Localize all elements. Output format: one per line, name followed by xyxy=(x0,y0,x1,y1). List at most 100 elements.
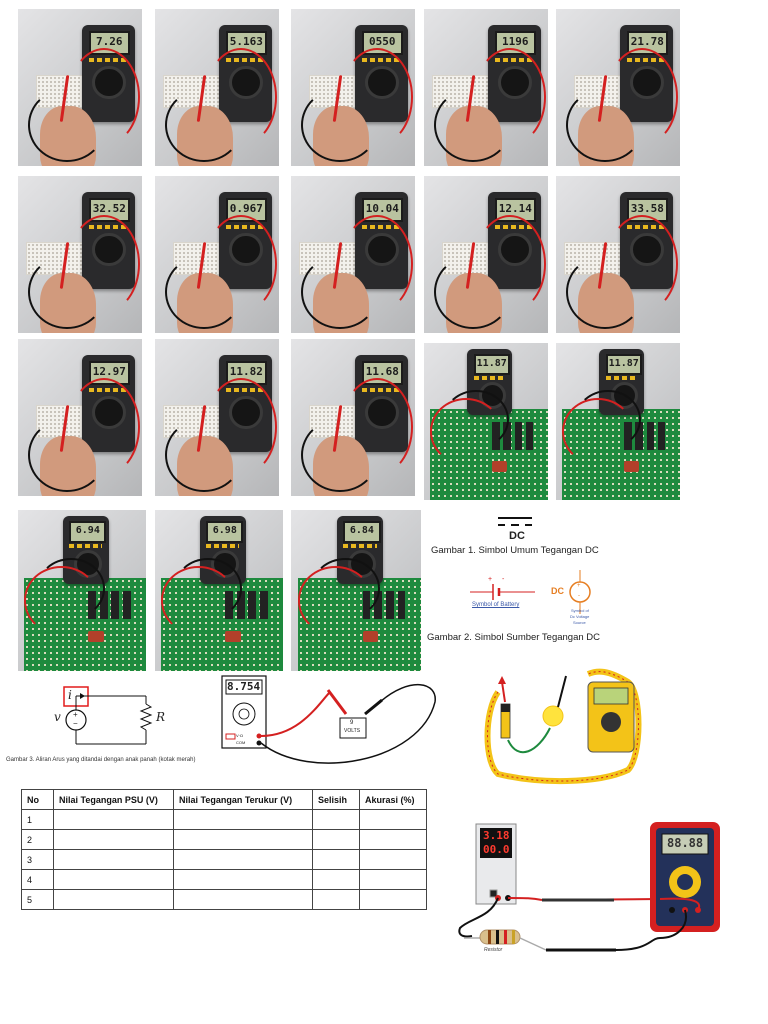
multimeter-reading: 33.58 xyxy=(630,201,664,215)
multimeter-reading: 21.78 xyxy=(630,34,664,48)
black-lead xyxy=(574,390,641,450)
dc-source-caption-1: Symbol of xyxy=(571,608,589,613)
table-cell xyxy=(173,809,313,830)
meter-port-com: COM xyxy=(236,740,246,745)
black-lead xyxy=(27,417,107,493)
dc-source-minus: - xyxy=(578,593,580,599)
ic-chip xyxy=(657,421,666,450)
measurement-photo: 6.94 xyxy=(18,510,146,671)
multimeter-lcd: 6.98 xyxy=(206,521,244,543)
multimeter-lcd: 12.14 xyxy=(494,197,536,223)
measurement-photo: 10.04 xyxy=(291,176,415,333)
table-cell xyxy=(359,809,427,830)
red-lead xyxy=(473,48,546,147)
red-lead xyxy=(67,378,140,477)
multimeter-reading: 6.94 xyxy=(75,525,100,537)
multimeter-reading: 7.26 xyxy=(96,34,123,48)
red-lead xyxy=(67,215,140,314)
measurement-photo: 11.87 xyxy=(424,343,548,500)
black-lead xyxy=(565,87,645,163)
multimeter-lcd: 11.87 xyxy=(473,353,510,376)
multimeter-display: 88.88 xyxy=(667,836,704,850)
lamp-circuit-diagram xyxy=(478,652,646,786)
battery-value: 9 xyxy=(350,720,354,726)
table-cell xyxy=(173,889,313,910)
table-row: 3 xyxy=(21,849,427,870)
measurement-photo: 12.14 xyxy=(424,176,548,333)
table-cell xyxy=(53,809,174,830)
table-cell xyxy=(173,849,313,870)
table-cell xyxy=(173,869,313,890)
multimeter-lcd: 6.84 xyxy=(343,521,381,543)
multimeter-reading: 10.04 xyxy=(365,201,399,215)
circuit-figure: i v + − R Gambar 3. Aliran Arus yang dit… xyxy=(6,676,221,768)
psu-display-voltage: 3.18 xyxy=(483,829,510,842)
ic-chip xyxy=(259,590,268,620)
black-lead xyxy=(27,87,107,163)
table-cell xyxy=(173,829,313,850)
black-lead xyxy=(300,87,380,163)
measurement-photo: 21.78 xyxy=(556,9,680,166)
table-cell xyxy=(53,849,174,870)
table-row: 4 xyxy=(21,869,427,890)
figure-3-caption: Gambar 3. Aliran Arus yang ditandai deng… xyxy=(6,757,196,763)
multimeter-reading: 12.14 xyxy=(498,201,532,215)
black-lead xyxy=(164,417,244,493)
black-lead xyxy=(300,254,380,330)
table-cell xyxy=(312,889,360,910)
black-lead xyxy=(164,254,244,330)
red-lead xyxy=(473,215,546,314)
header-no: No xyxy=(21,789,54,810)
ic-chip xyxy=(646,421,654,450)
measurement-photo: 0.967 xyxy=(155,176,279,333)
table-cell xyxy=(312,809,360,830)
red-lead xyxy=(204,378,277,477)
source-plus: + xyxy=(73,710,78,719)
black-lead xyxy=(565,254,645,330)
psu-display-current: 00.0 xyxy=(483,843,510,856)
black-lead xyxy=(174,558,243,619)
measurement-photo: 7.26 xyxy=(18,9,142,166)
multimeter-reading: 32.52 xyxy=(92,201,126,215)
ic-chip xyxy=(111,590,120,620)
multimeter-reading: 11.82 xyxy=(229,364,263,378)
dc-symbol-figure: DC Gambar 1. Simbol Umum Tegangan DC + -… xyxy=(425,512,605,643)
red-lead xyxy=(204,48,277,147)
capacitor xyxy=(225,630,241,643)
black-lead xyxy=(433,87,513,163)
multimeter-buttons xyxy=(605,375,638,380)
dc-source-plus: + xyxy=(577,583,581,589)
ic-chip xyxy=(635,421,643,450)
meter-battery-graphic xyxy=(221,675,436,764)
figure-1-caption: Gambar 1. Simbol Umum Tegangan DC xyxy=(431,545,599,556)
ic-chip xyxy=(503,421,511,450)
red-lead xyxy=(340,378,413,477)
measurement-photo: 1196 xyxy=(424,9,548,166)
black-lead xyxy=(300,417,380,493)
measurement-photo: 5.163 xyxy=(155,9,279,166)
ic-chip xyxy=(385,590,394,620)
capacitor xyxy=(362,630,379,643)
multimeter-reading: 6.84 xyxy=(349,525,374,537)
black-lead xyxy=(164,87,244,163)
resistor-symbol: R xyxy=(156,710,166,724)
multimeter-reading: 0.967 xyxy=(229,201,263,215)
multimeter-reading: 11.87 xyxy=(476,357,507,369)
red-lead xyxy=(340,48,413,147)
table-cell xyxy=(53,869,174,890)
battery-unit: VOLTS xyxy=(344,728,361,734)
ic-chip xyxy=(236,590,245,620)
source-minus: − xyxy=(73,719,78,728)
ic-chip xyxy=(99,590,108,620)
header-psu-voltage: Nilai Tegangan PSU (V) xyxy=(53,789,174,810)
multimeter-buttons xyxy=(69,543,103,548)
header-difference: Selisih xyxy=(312,789,360,810)
table-cell xyxy=(312,869,360,890)
multimeter-reading: 1196 xyxy=(502,34,529,48)
meter-port-vohm: V·Ω xyxy=(236,733,243,738)
ic-chip xyxy=(122,590,131,620)
ic-chip xyxy=(514,421,522,450)
black-lead xyxy=(433,254,513,330)
capacitor xyxy=(492,460,508,472)
red-lead xyxy=(605,48,678,147)
